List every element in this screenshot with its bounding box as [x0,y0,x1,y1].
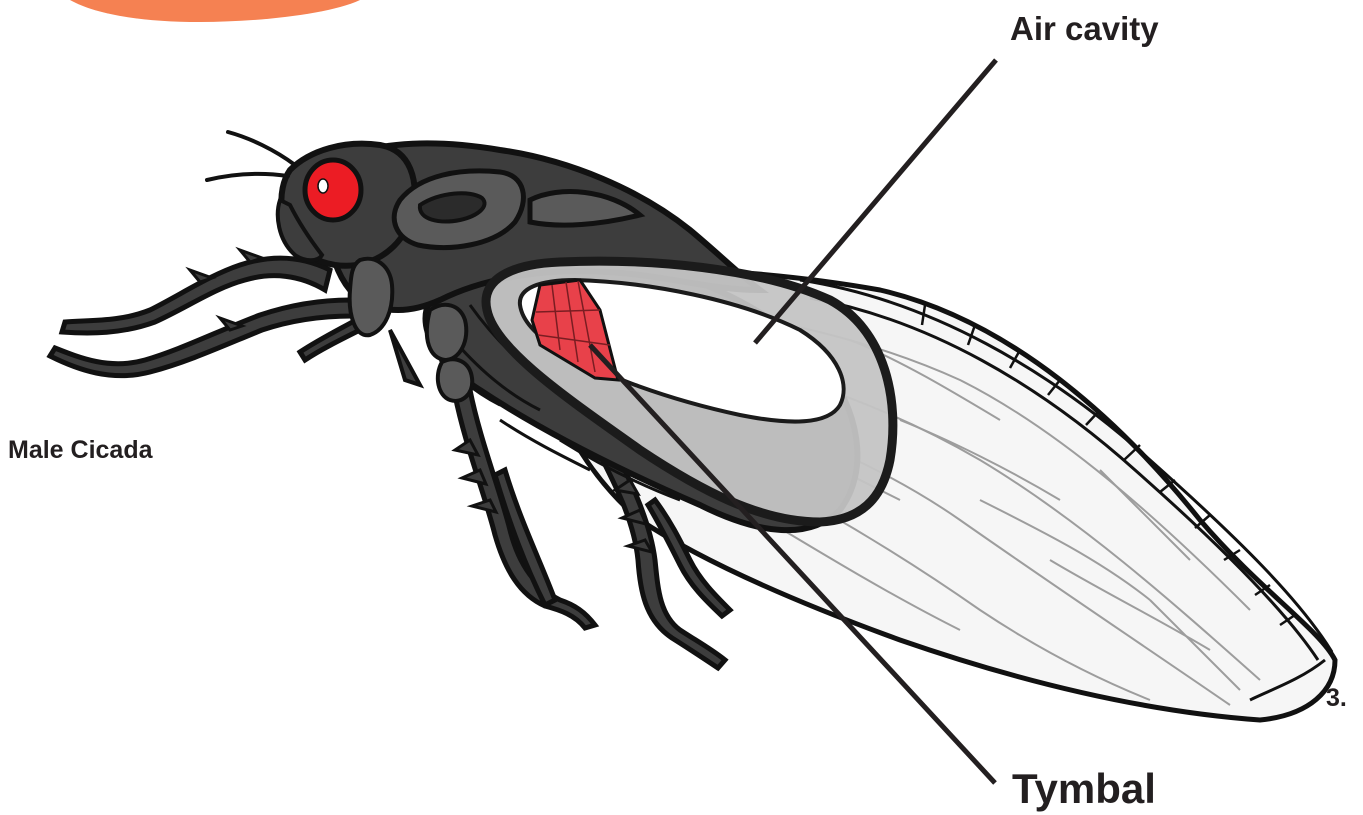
tymbal-label: Tymbal [1012,765,1156,813]
eye [305,160,361,220]
antennae [207,132,295,180]
orange-accent-shape [70,0,360,22]
diagram-title: Male Cicada [8,436,153,465]
air-cavity-label: Air cavity [1010,10,1159,48]
figure-number: 3. [1326,684,1347,713]
